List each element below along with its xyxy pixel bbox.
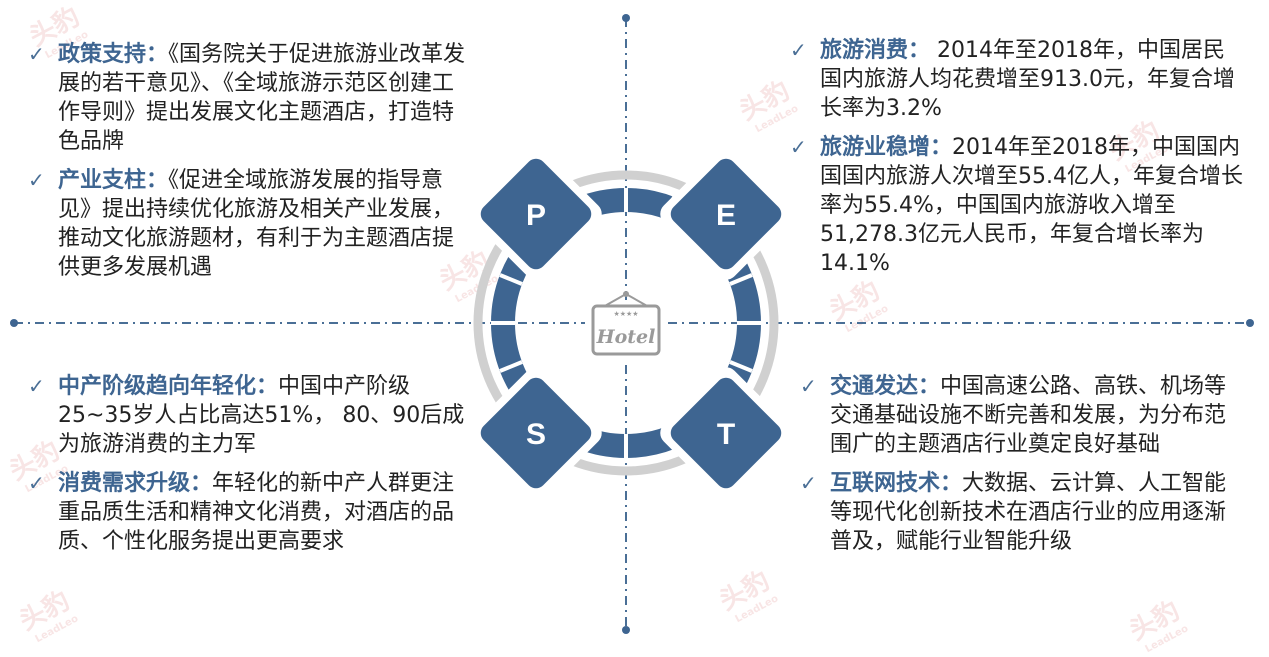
technology-section: ✓ 交通发达：中国高速公路、高铁、机场等交通基础设施不断完善和发展，为分布范围广… — [800, 372, 1240, 556]
check-icon: ✓ — [790, 135, 807, 159]
item-title: 消费需求升级： — [58, 471, 213, 496]
axis-end-dot — [622, 14, 630, 22]
item-text: 大数据、云计算、人工智能等现代化创新技术在酒店行业的应用逐渐普及，赋能行业智能升… — [830, 471, 1227, 554]
item-text: 《国务院关于促进旅游业改革发展的若干意见》、《全域旅游示范区创建工作导则》提出发… — [58, 42, 466, 154]
pest-e-label: E — [716, 199, 736, 232]
item-text: 2014年至2018年，中国居民国内旅游人均花费增至913.0元，年复合增长率为… — [820, 38, 1235, 121]
item-title: 政策支持： — [58, 42, 169, 67]
pest-e-node: E — [660, 148, 792, 280]
pest-p-node: P — [470, 148, 602, 280]
policy-item: ✓ 政策支持：《国务院关于促进旅游业改革发展的若干意见》、《全域旅游示范区创建工… — [28, 40, 473, 156]
economy-item: ✓ 旅游消费： 2014年至2018年，中国居民国内旅游人均花费增至913.0元… — [790, 36, 1245, 123]
society-item: ✓ 中产阶级趋向年轻化：中国中产阶级25~35岁人占比高达51%， 80、90后… — [28, 372, 468, 459]
pest-s-node: S — [470, 367, 602, 499]
policy-section: ✓ 政策支持：《国务院关于促进旅游业改革发展的若干意见》、《全域旅游示范区创建工… — [28, 40, 473, 282]
item-title: 旅游消费： — [820, 38, 931, 63]
check-icon: ✓ — [790, 38, 807, 62]
item-title: 互联网技术： — [830, 471, 963, 496]
hotel-sign-icon: ★★★★ Hotel — [591, 291, 661, 356]
axis-end-dot — [10, 319, 18, 327]
society-item: ✓ 消费需求升级：年轻化的新中产人群更注重品质生活和精神文化消费，对酒店的品质、… — [28, 469, 468, 556]
pest-diagram: ★★★★ Hotel P E S T — [10, 14, 1254, 634]
item-text: 《促进全域旅游发展的指导意见》提出持续优化旅游及相关产业发展，推动文化旅游题材，… — [58, 168, 455, 280]
policy-item: ✓ 产业支柱：《促进全域旅游发展的指导意见》提出持续优化旅游及相关产业发展，推动… — [28, 166, 473, 282]
check-icon: ✓ — [28, 168, 45, 192]
check-icon: ✓ — [800, 374, 817, 398]
society-section: ✓ 中产阶级趋向年轻化：中国中产阶级25~35岁人占比高达51%， 80、90后… — [28, 372, 468, 556]
svg-text:★★★★: ★★★★ — [613, 310, 638, 318]
pest-s-label: S — [526, 418, 546, 451]
axis-end-dot — [622, 626, 630, 634]
hotel-sign-text: Hotel — [596, 326, 656, 348]
item-text: 中国高速公路、高铁、机场等交通基础设施不断完善和发展，为分布范围广的主题酒店行业… — [830, 374, 1227, 457]
economy-section: ✓ 旅游消费： 2014年至2018年，中国居民国内旅游人均花费增至913.0元… — [790, 36, 1245, 278]
item-title: 中产阶级趋向年轻化： — [58, 374, 279, 399]
pest-p-label: P — [526, 199, 546, 232]
pest-t-node: T — [660, 367, 792, 499]
item-title: 交通发达： — [830, 374, 941, 399]
economy-item: ✓ 旅游业稳增：2014年至2018年，中国国内国国内旅游人次增至55.4亿人，… — [790, 133, 1245, 278]
item-title: 产业支柱： — [58, 168, 169, 193]
pest-t-label: T — [717, 418, 735, 451]
item-text: 2014年至2018年，中国国内国国内旅游人次增至55.4亿人，年复合增长率为5… — [820, 135, 1243, 276]
item-title: 旅游业稳增： — [820, 135, 953, 160]
technology-item: ✓ 互联网技术：大数据、云计算、人工智能等现代化创新技术在酒店行业的应用逐渐普及… — [800, 469, 1240, 556]
outer-ring — [473, 170, 779, 476]
technology-item: ✓ 交通发达：中国高速公路、高铁、机场等交通基础设施不断完善和发展，为分布范围广… — [800, 372, 1240, 459]
check-icon: ✓ — [800, 471, 817, 495]
item-text: 年轻化的新中产人群更注重品质生活和精神文化消费，对酒店的品质、个性化服务提出更高… — [58, 471, 455, 554]
check-icon: ✓ — [28, 471, 45, 495]
item-text: 中国中产阶级25~35岁人占比高达51%， 80、90后成为旅游消费的主力军 — [58, 374, 465, 457]
axis-end-dot — [1246, 319, 1254, 327]
check-icon: ✓ — [28, 374, 45, 398]
check-icon: ✓ — [28, 42, 45, 66]
